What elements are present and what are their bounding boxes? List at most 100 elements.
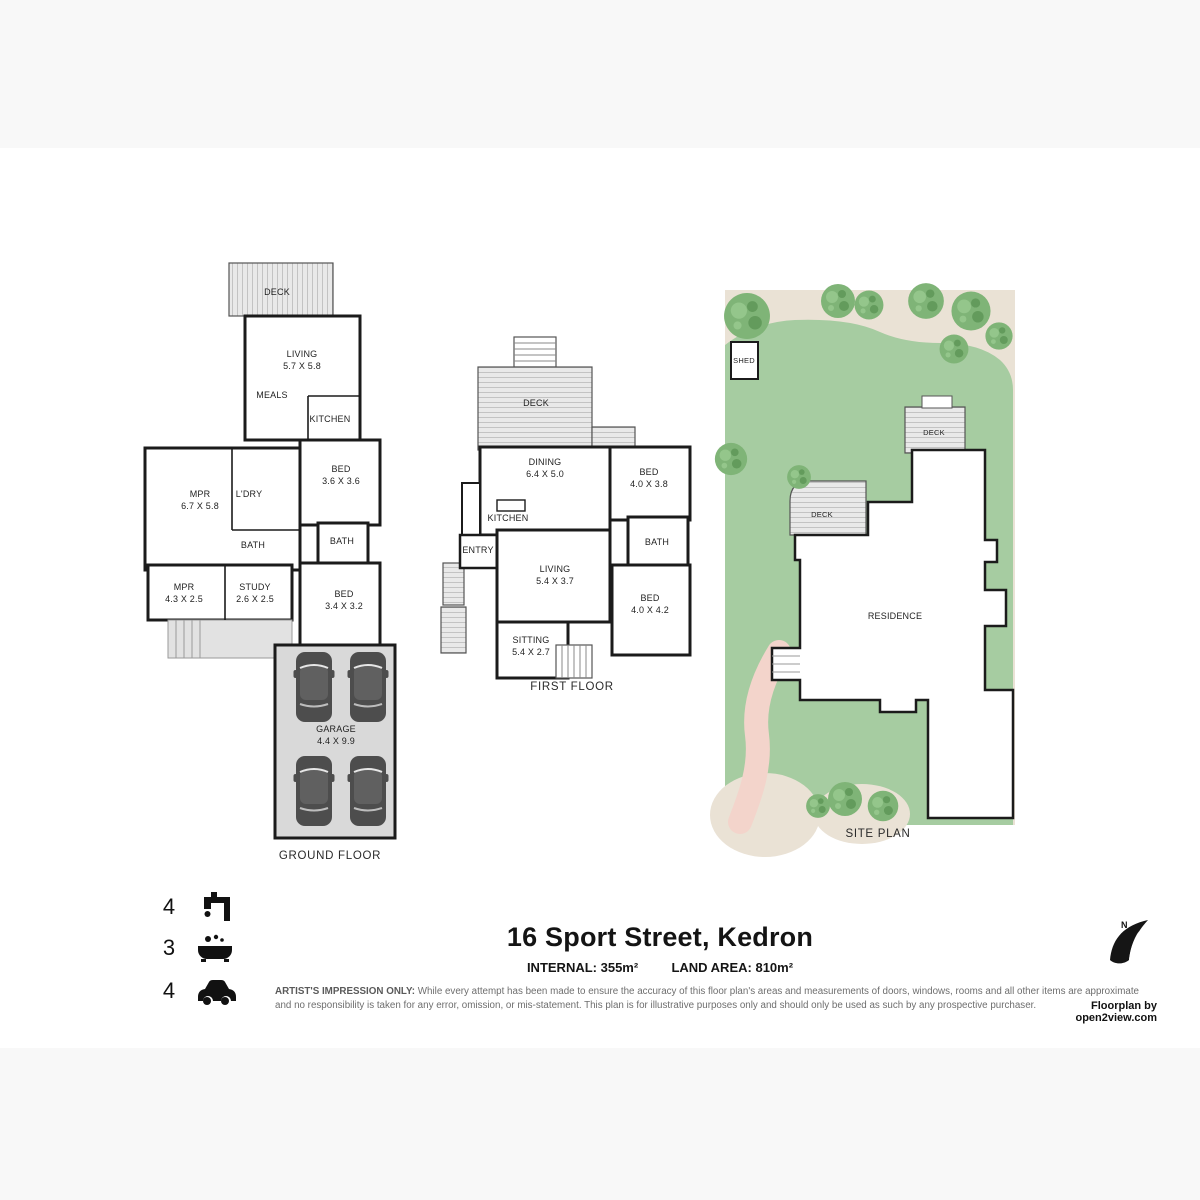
gf-label-living: LIVING 5.7 X 5.8 [283, 349, 321, 372]
room-dims: 5.4 X 3.7 [536, 575, 574, 586]
car-bottom-right [346, 755, 390, 827]
car-top-left [292, 651, 336, 723]
first-floor-title: FIRST FLOOR [530, 681, 614, 693]
ff-label-dining: DINING 6.4 X 5.0 [526, 457, 564, 480]
room-name: KITCHEN [309, 414, 351, 424]
site-label-deck-a: DECK [923, 428, 945, 438]
room-dims: 3.4 X 3.2 [325, 600, 363, 611]
room-name: BATH [240, 540, 266, 550]
gf-driveway [167, 619, 293, 659]
room-dims: 4.3 X 2.5 [165, 593, 203, 604]
car-icon [198, 980, 236, 1005]
room-name: MPR [189, 489, 211, 499]
room-name: MEALS [256, 390, 288, 400]
ff-label-sitting: SITTING 5.4 X 2.7 [512, 635, 550, 658]
ff-bottom-stairs-treads [561, 645, 587, 678]
bottom-margin-band [0, 1048, 1200, 1200]
room-dims: 3.6 X 3.6 [322, 475, 360, 486]
gf-bed1-walls [298, 438, 382, 527]
gf-label-study: STUDY 2.6 X 2.5 [236, 582, 274, 605]
disclaimer-text: ARTIST'S IMPRESSION ONLY: While every at… [275, 985, 1157, 1012]
gf-label-kitchen: KITCHEN [310, 414, 351, 426]
ground-floor-title: GROUND FLOOR [278, 850, 382, 862]
disclaimer-intro: ARTIST'S IMPRESSION ONLY: [275, 986, 416, 997]
room-name: STUDY [239, 582, 271, 592]
car-count: 4 [162, 978, 176, 1003]
site-shed-outline [730, 341, 759, 380]
gf-bath2-walls [316, 521, 370, 567]
room-dims: 2.6 X 2.5 [236, 593, 274, 604]
gf-label-bath2: BATH [330, 536, 354, 548]
ff-entry-walls [458, 533, 499, 570]
room-name: BATH [644, 537, 670, 547]
ff-bed3-walls [608, 445, 692, 522]
gf-study-row-walls [146, 563, 294, 622]
room-name: DECK [523, 398, 549, 408]
internal-area-value: 355m² [600, 960, 639, 975]
ff-dining-walls [478, 445, 612, 537]
gf-label-bed1: BED 3.6 X 3.6 [322, 464, 360, 487]
room-name: KITCHEN [487, 513, 529, 523]
room-name: BED [640, 593, 660, 603]
site-label-deck-b: DECK [811, 510, 833, 520]
site-label-shed: SHED [733, 356, 755, 366]
ff-top-stairs [513, 336, 557, 368]
top-margin-band [0, 0, 1200, 148]
gf-label-laundry: L'DRY [236, 489, 263, 501]
land-area-value: 810m² [755, 960, 794, 975]
ff-kitchen-island [496, 499, 526, 512]
legend-row-cars: 4 [158, 977, 236, 1005]
ground-floor-plan [143, 262, 397, 840]
ff-label-kitchen: KITCHEN [488, 513, 529, 525]
site-residence-steps [772, 655, 800, 673]
site-deck-b [789, 480, 867, 536]
room-name: SITTING [512, 635, 550, 645]
ff-kitchen-bump [461, 482, 481, 536]
floorplan-credit: Floorplan by open2view.com [1075, 1000, 1157, 1024]
room-dims: 5.4 X 2.7 [512, 646, 550, 657]
ff-label-bath: BATH [645, 537, 669, 549]
gf-label-deck: DECK [264, 287, 290, 299]
room-name: DECK [811, 510, 833, 519]
ff-balcony-1 [442, 562, 465, 606]
site-residence-outline [770, 448, 1015, 820]
site-path [728, 640, 791, 834]
gf-label-bath1: BATH [241, 540, 265, 552]
room-name: LIVING [539, 564, 571, 574]
gf-stairs [175, 620, 201, 658]
site-deck-a [904, 406, 966, 454]
area-stats: INTERNAL: 355m² LAND AREA: 810m² [275, 960, 1045, 975]
gf-label-bed2: BED 3.4 X 3.2 [325, 589, 363, 612]
room-name: BED [331, 464, 351, 474]
bath-icon [198, 934, 232, 962]
ff-bed4-walls [610, 563, 692, 657]
ff-label-entry: ENTRY [462, 545, 493, 557]
internal-area-label: INTERNAL: [526, 960, 597, 975]
room-name: BED [334, 589, 354, 599]
ff-label-bed3: BED 4.0 X 3.8 [630, 467, 668, 490]
ff-top-stairs-treads [514, 342, 556, 362]
room-name: L'DRY [235, 489, 263, 499]
room-name: DINING [528, 457, 562, 467]
ff-label-living: LIVING 5.4 X 3.7 [536, 564, 574, 587]
ff-label-bed4: BED 4.0 X 4.2 [631, 593, 669, 616]
car-top-right [346, 651, 390, 723]
site-label-residence: RESIDENCE [868, 611, 922, 623]
room-dims: 6.7 X 5.8 [181, 500, 219, 511]
site-plan-drawing [710, 283, 1015, 857]
room-name: GARAGE [316, 724, 356, 734]
land-area-label: LAND AREA: [671, 960, 752, 975]
tap-count: 4 [162, 894, 176, 919]
room-name: MPR [173, 582, 195, 592]
site-plan-title: SITE PLAN [845, 828, 911, 840]
car-bottom-left [292, 755, 336, 827]
room-dims: 4.0 X 3.8 [630, 478, 668, 489]
north-compass-icon: N [1110, 920, 1148, 964]
first-floor-plan [440, 336, 692, 680]
room-name: DECK [923, 428, 945, 437]
bath-count: 3 [162, 935, 176, 960]
ff-balcony-2 [440, 606, 467, 654]
room-dims: 4.0 X 4.2 [631, 604, 669, 615]
site-deck-a-stairs [921, 395, 953, 409]
disclaimer-body: While every attempt has been made to ens… [275, 986, 1139, 1011]
